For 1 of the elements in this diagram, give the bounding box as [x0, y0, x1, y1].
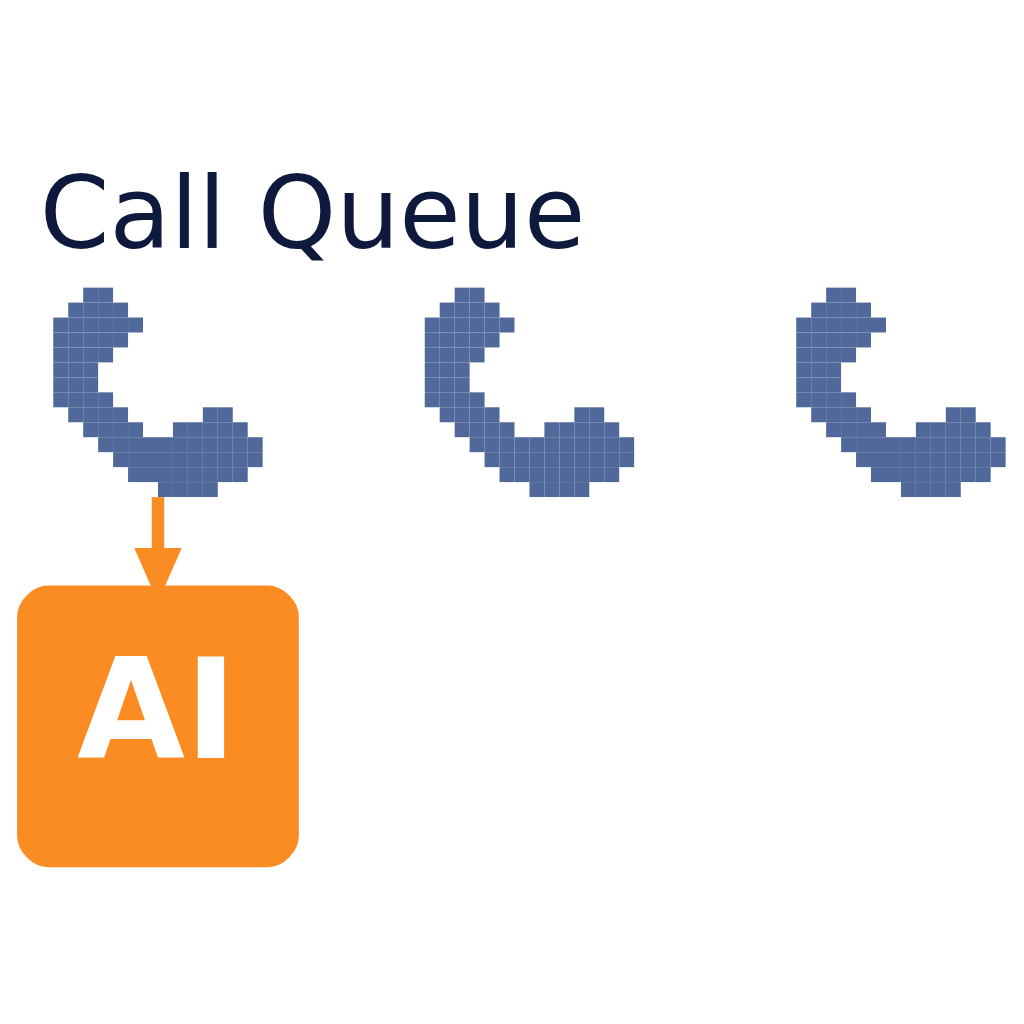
diagram-title: Call Queue [39, 154, 586, 272]
